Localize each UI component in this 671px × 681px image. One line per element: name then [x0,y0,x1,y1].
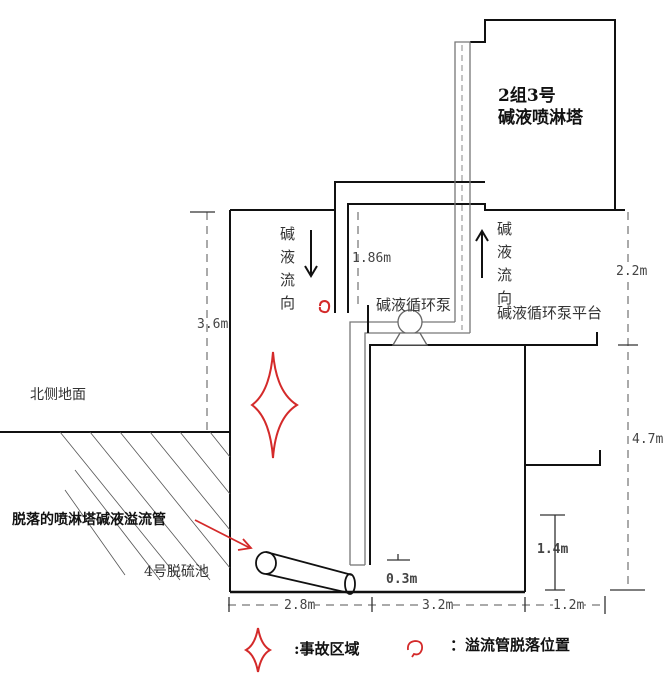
soil-hatch [59,431,231,581]
tower-title-2: 碱液喷淋塔 [498,108,583,128]
flow-up-label: 碱液流向 [497,220,513,307]
pool-label: 4号脱硫池 [144,564,209,580]
pump-platform [369,332,598,565]
dim-2-2: 2.2m [616,264,648,279]
outer-pipe [334,181,485,313]
inner-pipe [347,203,625,313]
pointer-arrow [194,519,253,551]
legend-loop-icon [406,640,424,658]
accident-star-icon [250,351,299,459]
tower-title-1: 2组3号 [498,86,556,106]
pump-icon [391,309,429,346]
tower-pipe [454,41,471,333]
fallen-pipe-icon [255,551,356,595]
dim-1-2: 1.2m [553,598,585,613]
flow-arrow-up-icon [475,229,489,278]
dim-1-86: 1.86m [352,251,392,266]
dim-3-6: 3.6m [197,317,229,332]
pump-platform-label: 碱液循环泵平台 [497,304,603,322]
legend-accident-area: :事故区域 [294,640,360,658]
dim-1-4: 1.4m [537,542,569,557]
dim-4-7: 4.7m [632,432,664,447]
north-ground-label: 北侧地面 [30,387,86,403]
spray-tower [470,19,616,210]
flow-arrow-down-icon [304,230,318,278]
legend-pipe-detach: ：溢流管脱落位置 [450,636,571,654]
dim-0-3: 0.3m [386,572,418,587]
flow-down-label: 碱液流向 [280,225,296,312]
dim-3-2: 3.2m [422,598,454,613]
dim-2-8: 2.8m [284,598,316,613]
legend-star-icon [243,627,273,673]
pump-label: 碱液循环泵 [376,296,452,314]
detach-location-icon [318,299,331,314]
fallen-pipe-label: 脱落的喷淋塔碱液溢流管 [12,512,166,528]
